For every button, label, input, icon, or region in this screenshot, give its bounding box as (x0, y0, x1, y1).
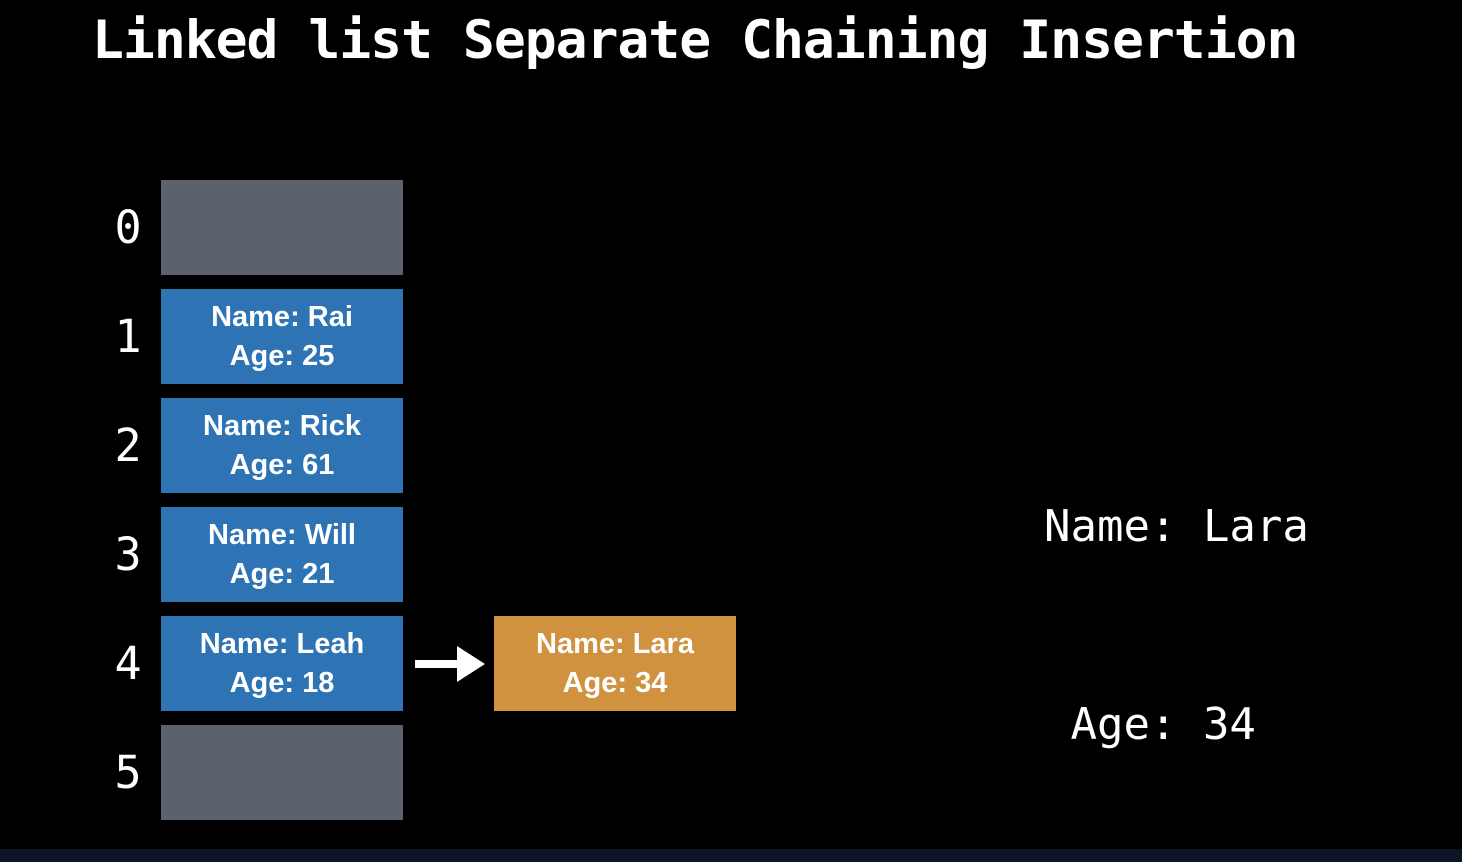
bucket-index-label: 3 (114, 528, 142, 581)
bucket-cell-0-empty (161, 180, 403, 275)
bucket-age-text: Age: 18 (229, 666, 335, 699)
bucket-name-text: Name: Will (208, 518, 356, 551)
bucket-name-text: Name: Rick (203, 409, 361, 442)
bucket-age-text: Age: 61 (229, 448, 335, 481)
bucket-index-label: 5 (114, 746, 142, 799)
bucket-index-label: 0 (114, 201, 142, 254)
bucket-name-text: Name: Rai (211, 300, 353, 333)
bucket-cell-3: Name: Will Age: 21 (161, 507, 403, 602)
bucket-cell-4: Name: Leah Age: 18 (161, 616, 403, 711)
chained-node-age-text: Age: 34 (562, 666, 668, 699)
info-line-age: Age: 34 (1044, 699, 1256, 750)
bucket-age-text: Age: 25 (229, 339, 335, 372)
bucket-cell-2: Name: Rick Age: 61 (161, 398, 403, 493)
page-title: Linked list Separate Chaining Insertion (92, 10, 1298, 71)
chain-arrow-icon (415, 646, 485, 682)
bucket-index-label: 4 (114, 637, 142, 690)
insertion-info: Name: Lara Age: 34 Hash: 4 (1044, 362, 1309, 862)
chained-node: Name: Lara Age: 34 (494, 616, 736, 711)
bucket-age-text: Age: 21 (229, 557, 335, 590)
bottom-bar (0, 849, 1462, 862)
bucket-cell-1: Name: Rai Age: 25 (161, 289, 403, 384)
bucket-index-label: 1 (114, 310, 142, 363)
chained-node-name-text: Name: Lara (536, 627, 694, 660)
bucket-index-label: 2 (114, 419, 142, 472)
info-line-name: Name: Lara (1044, 501, 1309, 552)
bucket-name-text: Name: Leah (199, 627, 365, 660)
bucket-cell-5-empty (161, 725, 403, 820)
